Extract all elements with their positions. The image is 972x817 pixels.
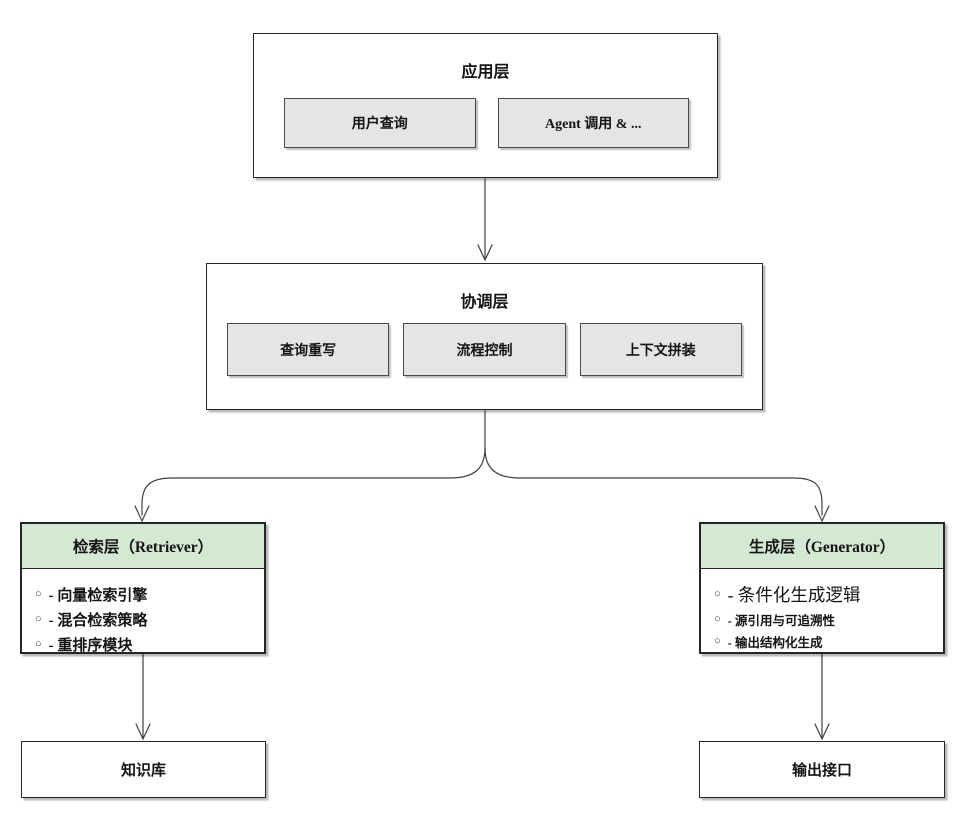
- arrow-app-to-orchestration: [477, 178, 493, 262]
- orchestration-layer-children: 查询重写 流程控制 上下文拼装: [227, 323, 742, 376]
- arrow-generator-to-output: [814, 653, 830, 741]
- orchestration-layer-box: 协调层 查询重写 流程控制 上下文拼装: [206, 263, 763, 410]
- circle-bullet-icon: ○: [714, 587, 721, 600]
- circle-bullet-icon: ○: [35, 613, 42, 625]
- node-flow-control: 流程控制: [403, 323, 566, 376]
- generator-layer-body: ○ - 条件化生成逻辑 ○ - 源引用与可追溯性 ○ - 输出结构化生成: [701, 569, 943, 652]
- node-agent-call: Agent 调用 & ...: [497, 98, 689, 148]
- application-layer-children: 用户查询 Agent 调用 & ...: [284, 98, 689, 148]
- output-interface-box: 输出接口: [699, 741, 945, 798]
- arrow-orchestration-to-generator: [484, 447, 830, 523]
- node-user-query: 用户查询: [284, 98, 476, 148]
- application-layer-title: 应用层: [461, 64, 510, 81]
- arrow-retriever-to-knowledge-base: [135, 653, 151, 741]
- arrow-orchestration-to-retriever: [134, 410, 486, 523]
- retriever-item-label: - 重排序模块: [48, 638, 133, 654]
- retriever-item: ○ - 重排序模块: [35, 632, 256, 657]
- orchestration-layer-title: 协调层: [460, 294, 509, 311]
- circle-bullet-icon: ○: [35, 588, 42, 600]
- generator-layer-box: 生成层（Generator） ○ - 条件化生成逻辑 ○ - 源引用与可追溯性 …: [699, 522, 945, 654]
- knowledge-base-box: 知识库: [21, 741, 266, 798]
- node-context-assembly: 上下文拼装: [579, 323, 742, 376]
- retriever-layer-box: 检索层（Retriever） ○ - 向量检索引擎 ○ - 混合检索策略 ○ -…: [20, 522, 266, 654]
- retriever-item: ○ - 向量检索引擎: [35, 582, 256, 607]
- generator-layer-header: 生成层（Generator）: [701, 524, 943, 569]
- circle-bullet-icon: ○: [35, 638, 42, 650]
- generator-item-label: - 源引用与可追溯性: [727, 613, 835, 628]
- node-query-rewrite: 查询重写: [227, 323, 390, 376]
- circle-bullet-icon: ○: [714, 634, 721, 647]
- generator-item: ○ - 条件化生成逻辑: [714, 580, 935, 608]
- generator-item-label: - 条件化生成逻辑: [727, 584, 861, 605]
- retriever-item-label: - 向量检索引擎: [48, 588, 148, 604]
- generator-item-label: - 输出结构化生成: [727, 635, 823, 650]
- retriever-layer-header: 检索层（Retriever）: [22, 524, 264, 569]
- retriever-item: ○ - 混合检索策略: [35, 607, 256, 632]
- generator-item: ○ - 源引用与可追溯性: [714, 608, 935, 630]
- circle-bullet-icon: ○: [714, 612, 721, 625]
- retriever-item-label: - 混合检索策略: [48, 613, 148, 629]
- retriever-layer-body: ○ - 向量检索引擎 ○ - 混合检索策略 ○ - 重排序模块: [22, 569, 264, 657]
- generator-item: ○ - 输出结构化生成: [714, 630, 935, 652]
- application-layer-box: 应用层 用户查询 Agent 调用 & ...: [253, 33, 718, 178]
